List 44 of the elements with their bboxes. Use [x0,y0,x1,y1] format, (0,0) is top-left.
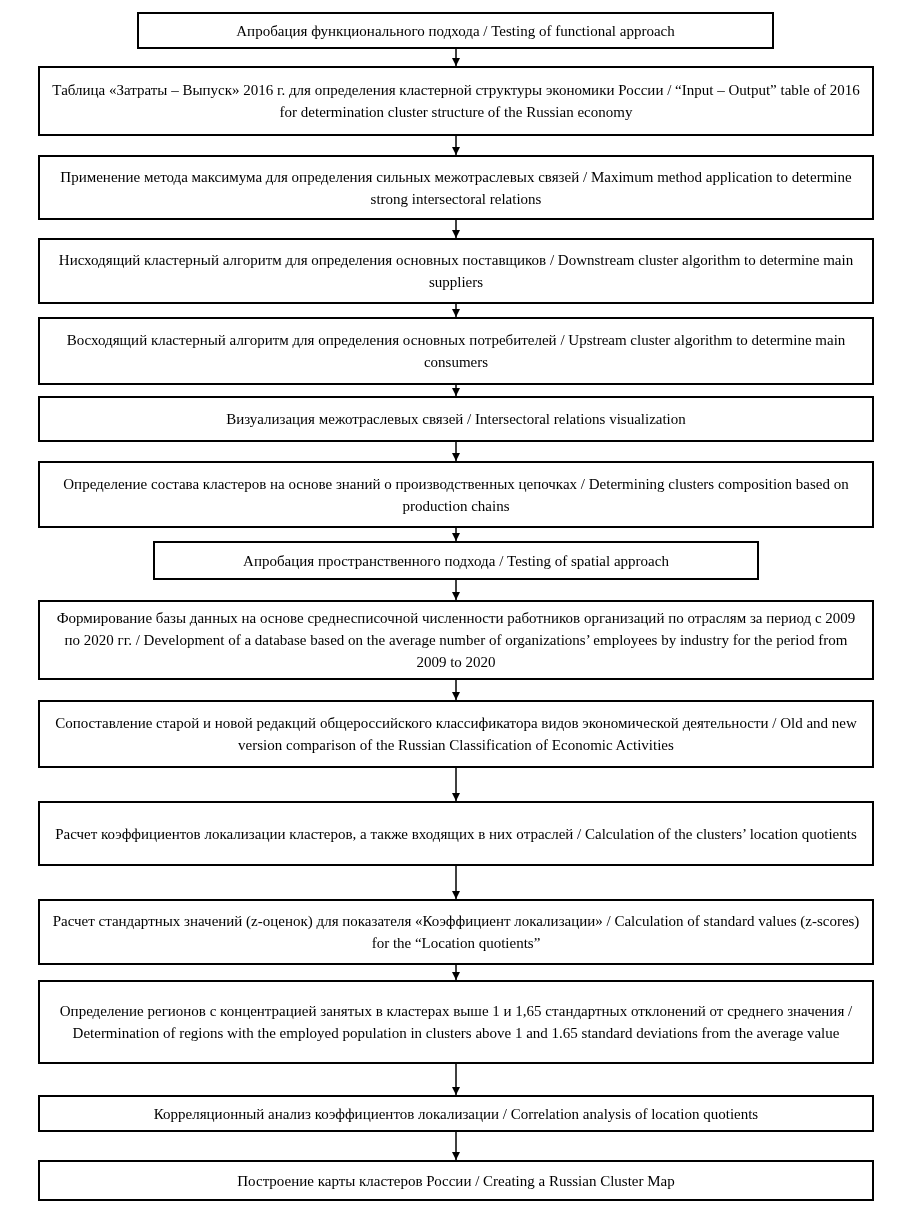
step-text: Таблица «Затраты – Выпуск» 2016 г. для определения кластерной структуры экономики России / “Input – Output” table of 2016 for determination cluster structure of the Russian economy [51,81,861,122]
arrow [452,303,460,318]
step-text: Формирование базы данных на основе среднесписочной численности работников организаций по отраслям за период с 2009 по 2020 гг. / Development of a database based on the average number of organizations’ employees by industry for the period from 2009 to 2020 [55,609,857,672]
step-text: Корреляционный анализ коэффициентов локализации / Correlation analysis of location quotients [153,1104,759,1124]
step-text: Нисходящий кластерный алгоритм для определения основных поставщиков / Downstream cluster algorithm to determine main suppliers [57,251,855,292]
process-box [38,396,874,442]
arrow [452,527,460,542]
process-box [38,600,874,680]
step-text: Расчет коэффициентов локализации кластеров, а также входящих в них отраслей / Calculation of the clusters’ location quotients [55,824,857,844]
arrow [452,579,460,601]
step-text: Расчет стандартных значений (z-оценок) для показателя «Коэффициент локализации» / Calculation of standard values (z-scores) for the “Location quotients” [51,912,861,953]
step-text: Сопоставление старой и новой редакций общероссийского классификатора видов экономической деятельности / Old and new version comparison of the Russian Classification of Economic Activities [54,714,858,755]
process-box [38,700,874,768]
process-box [38,238,874,304]
arrow [452,219,460,239]
process-box [38,980,874,1064]
process-box [38,66,874,136]
step-text: Апробация функционального подхода / Testing of functional approach [236,21,675,41]
arrow [452,964,460,981]
process-box [38,317,874,385]
arrow [452,767,460,802]
process-box [38,155,874,220]
arrow [452,679,460,701]
arrow [452,1063,460,1096]
step-text: Визуализация межотраслевых связей / Intersectoral relations visualization [226,410,686,429]
step-text: Определение состава кластеров на основе знаний о производственных цепочках / Determining clusters composition based on production chains [62,474,850,516]
arrow [452,1131,460,1161]
arrow [452,135,460,156]
arrow [452,441,460,462]
step-text: Апробация пространственного подхода / Testing of spatial approach [243,551,669,571]
process-box [38,461,874,528]
process-box [38,801,874,866]
process-box [153,541,759,580]
process-box [38,1095,874,1132]
arrow [452,384,460,397]
step-text: Определение регионов с концентрацией занятых в кластерах выше 1 и 1,65 стандартных отклонений от среднего значения / Determination of regions with the employed population in clusters above 1 and 1.65 standard deviations from the average value [58,1002,854,1043]
step-text: Восходящий кластерный алгоритм для определения основных потребителей / Upstream cluster algorithm to determine main consumers [65,331,847,372]
arrow [452,48,460,67]
process-box [38,1160,874,1201]
step-text: Построение карты кластеров России / Creating a Russian Cluster Map [237,1171,675,1191]
arrow [452,865,460,900]
process-box [137,12,774,49]
step-text: Применение метода максимума для определения сильных межотраслевых связей / Maximum method application to determine strong intersectoral relations [59,167,853,209]
process-box [38,899,874,965]
